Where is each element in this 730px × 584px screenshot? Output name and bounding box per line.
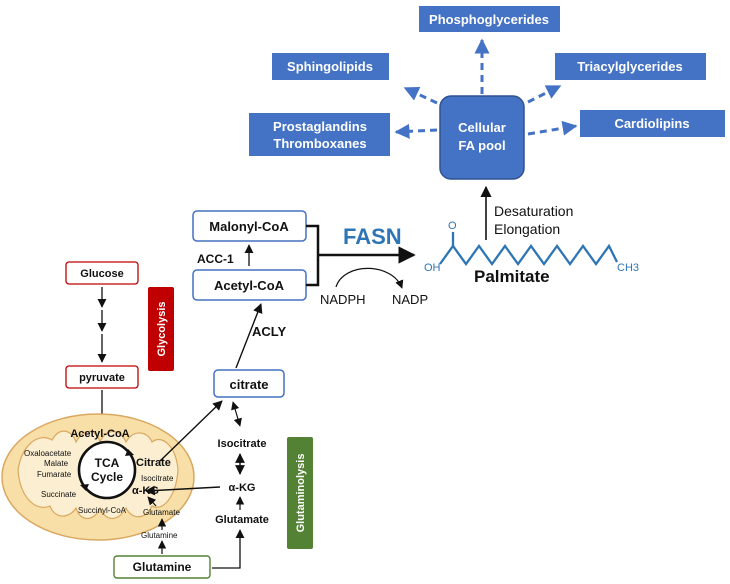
glutamine-box — [113, 555, 211, 579]
tca-arrow-head-bottom — [80, 484, 89, 491]
tca-arrow-head-top — [125, 449, 134, 456]
tca-cycle-ring — [77, 440, 137, 500]
arrow-to-cardiolipins — [527, 120, 578, 136]
triacylglycerides-box — [555, 53, 706, 80]
glutaminolysis-tag-label: Glutaminolysis — [295, 454, 307, 533]
fa-pool-label-line1: Cellular — [458, 120, 506, 135]
glutamine-label: Glutamine — [133, 560, 192, 574]
mito-citrate-label: Citrate — [136, 457, 171, 469]
mito-glutamate-to-akg-arrow — [147, 496, 157, 507]
sphingolipids-box — [272, 53, 389, 80]
fasn-bracket — [306, 224, 414, 287]
acly-arrow — [235, 303, 263, 369]
phosphoglycerides-label: Phosphoglycerides — [429, 12, 549, 27]
cardiolipins-label: Cardiolipins — [614, 116, 689, 131]
fa-pool-box — [439, 95, 525, 180]
citrate-label: citrate — [229, 377, 268, 392]
phosphoglycerides-box — [419, 6, 560, 32]
acetyl-coa-label: Acetyl-CoA — [214, 278, 285, 293]
nadph-nadp-arrow — [335, 267, 404, 289]
arrow-to-prostaglandins — [394, 123, 438, 139]
palmitate-chain — [439, 243, 619, 266]
mito-glutamate-label: Glutamate — [143, 508, 180, 517]
prostaglandins-label-line2: Thromboxanes — [273, 136, 366, 151]
pyruvate-label: pyruvate — [79, 372, 125, 384]
tca-label-line1: TCA — [95, 456, 120, 470]
mitochondrion-group: TCA Cycle Acetyl-CoA Citrate Isocitrate … — [1, 413, 195, 541]
triacylglycerides-label: Triacylglycerides — [577, 59, 683, 74]
acly-label: ACLY — [252, 324, 287, 339]
mito-isocitrate-label: Isocitrate — [141, 474, 174, 483]
glycolysis-group: Glucose pyruvate Glycolysis — [65, 261, 174, 427]
arrow-to-triacylglycerides — [527, 84, 562, 104]
palmitate-oxygen: O — [448, 220, 457, 232]
glucose-box — [65, 261, 139, 285]
palmitate-ch3: CH3 — [617, 262, 639, 274]
malonyl-coa-label: Malonyl-CoA — [209, 219, 289, 234]
glucose-label: Glucose — [80, 268, 123, 280]
mito-acetyl-coa-label: Acetyl-CoA — [70, 428, 129, 440]
prostaglandins-label-line1: Prostaglandins — [273, 119, 367, 134]
prostaglandins-box — [249, 113, 390, 156]
mito-oxaloacetate-label: Oxaloacetate — [24, 449, 72, 458]
mito-succinyl-coa-label: Succinyl-CoA — [78, 506, 127, 515]
cardiolipins-box — [580, 110, 725, 137]
glutamine-to-glutamate-arrow — [212, 529, 245, 569]
fa-pool-label-line2: FA pool — [458, 138, 505, 153]
cytosol-glutamate-label: Glutamate — [215, 514, 269, 526]
sphingolipids-label: Sphingolipids — [287, 59, 373, 74]
glycolysis-tag — [148, 287, 174, 371]
nadp-label: NADP — [392, 292, 428, 307]
elongation-label: Elongation — [494, 221, 560, 237]
glutaminolysis-tag — [287, 437, 313, 549]
acc1-label: ACC-1 — [197, 252, 234, 266]
nadph-label: NADPH — [320, 292, 366, 307]
fasn-group: Malonyl-CoA Acetyl-CoA ACC-1 FASN NADPH … — [192, 185, 639, 369]
palmitate-oh: OH — [424, 262, 441, 274]
mito-fumarate-label: Fumarate — [37, 470, 72, 479]
desaturation-label: Desaturation — [494, 203, 573, 219]
cytosol-isocitrate-label: Isocitrate — [218, 438, 267, 450]
tca-label-line2: Cycle — [91, 470, 123, 484]
pyruvate-box — [65, 365, 139, 389]
mito-glutamine-label: Glutamine — [141, 531, 178, 540]
arrow-to-sphingolipids — [403, 86, 438, 105]
citrate-box — [213, 369, 285, 398]
glycolysis-tag-label: Glycolysis — [156, 301, 168, 356]
akg-to-mito-arrow — [145, 485, 221, 496]
fa-pool-group: Cellular FA pool Phosphoglycerides Sphin… — [249, 6, 725, 180]
cytosol-group: Isocitrate α-KG Glutamate Glutaminolysis… — [113, 401, 313, 579]
mito-citrate-export-arrow — [159, 400, 223, 462]
mito-succinate-label: Succinate — [41, 490, 77, 499]
cytosol-akg-label: α-KG — [229, 482, 256, 494]
fasn-enzyme-label: FASN — [343, 224, 402, 249]
palmitate-label: Palmitate — [474, 267, 550, 286]
mito-malate-label: Malate — [44, 459, 69, 468]
citrate-isocitrate-arrow — [231, 401, 242, 427]
